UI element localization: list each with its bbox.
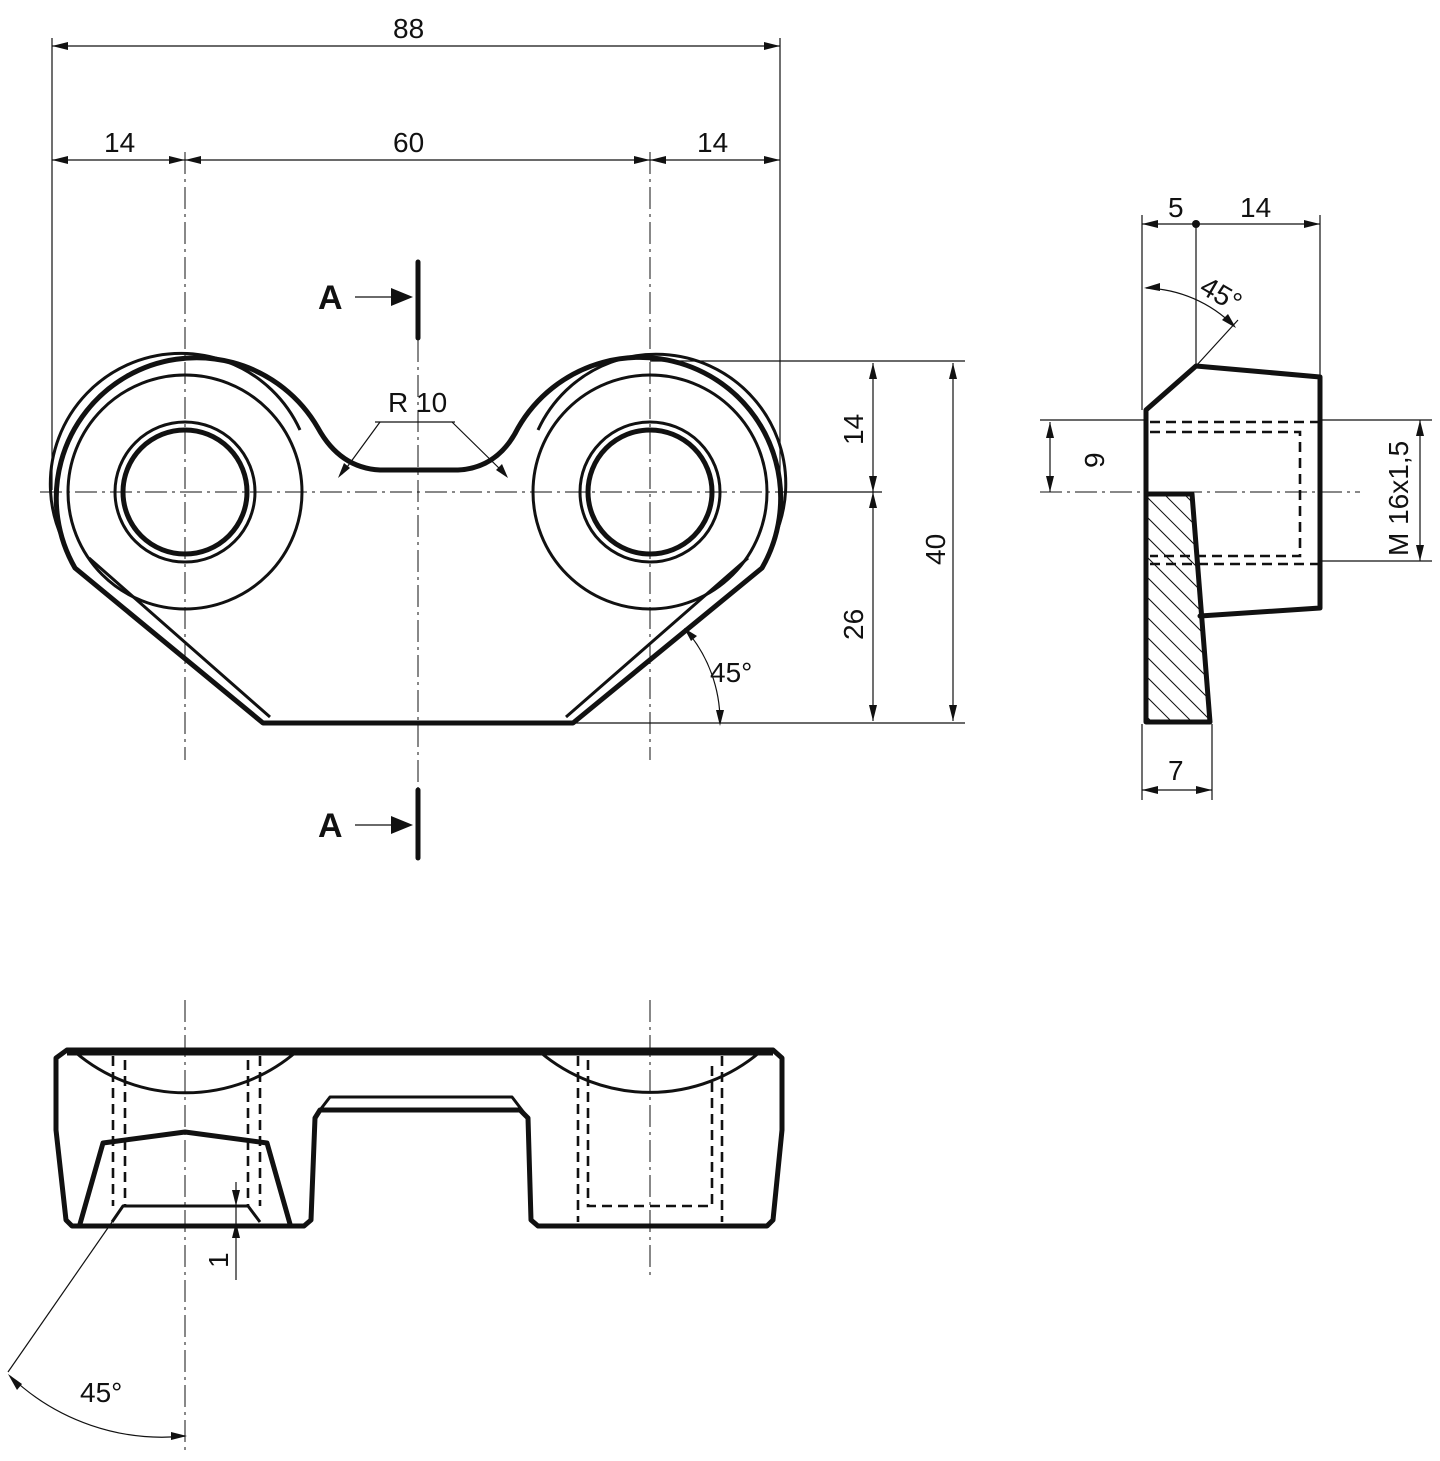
dim-hole-spacing: 60 bbox=[393, 127, 424, 158]
front-outline bbox=[53, 354, 784, 726]
side-hidden-thread bbox=[1150, 420, 1318, 566]
dim-right-offset: 14 bbox=[697, 127, 728, 158]
side-section-outline bbox=[1143, 491, 1213, 725]
bottom-outline bbox=[53, 1047, 785, 1229]
bottom-hidden-right bbox=[576, 1056, 724, 1222]
arrow-7-a bbox=[1142, 786, 1158, 794]
left-hole bbox=[120, 427, 250, 557]
dim-thread: M 16x1,5 bbox=[1383, 441, 1414, 556]
section-label-top: A bbox=[318, 279, 343, 317]
section-arrow-top-head bbox=[391, 288, 413, 306]
arrow-14r-b bbox=[764, 156, 780, 164]
arrow-40-b bbox=[949, 705, 957, 721]
arrow-14v-b bbox=[869, 476, 877, 492]
arrow-40-a bbox=[949, 363, 957, 379]
arrow-45s-a bbox=[1144, 283, 1160, 291]
arrow-45b-a bbox=[8, 1374, 22, 1390]
side-upper-outline bbox=[1143, 363, 1323, 619]
front-chamfer-edge-right bbox=[536, 352, 788, 719]
angle-arc-bottom bbox=[9, 1375, 186, 1438]
left-boss bbox=[66, 373, 304, 611]
arrow-60-a bbox=[185, 156, 201, 164]
dim-side-chamfer-width: 5 bbox=[1168, 192, 1184, 223]
dim-bottom-gap: 1 bbox=[203, 1252, 234, 1268]
bottom-nut-seat bbox=[77, 1129, 293, 1227]
dim-left-offset: 14 bbox=[104, 127, 135, 158]
dim-side-base: 7 bbox=[1168, 755, 1184, 786]
arrow-r10-left bbox=[338, 463, 350, 478]
arrow-14v-a bbox=[869, 363, 877, 379]
arrow-45s-b bbox=[1222, 314, 1236, 328]
arrow-88-right bbox=[764, 42, 780, 50]
bottom-angle-leader bbox=[7, 1221, 113, 1373]
arrow-1-a bbox=[232, 1190, 240, 1206]
section-hatching bbox=[1146, 494, 1210, 722]
right-hole bbox=[585, 427, 715, 557]
arrow-9-b bbox=[1046, 476, 1054, 492]
bottom-counterbore-right bbox=[539, 1050, 761, 1094]
arrow-r10-right bbox=[496, 464, 508, 478]
arrow-14l-b bbox=[169, 156, 185, 164]
arrow-1-b bbox=[232, 1222, 240, 1238]
arrow-14r-a bbox=[650, 156, 666, 164]
arrow-7-b bbox=[1196, 786, 1212, 794]
section-label-bottom: A bbox=[318, 807, 343, 845]
bottom-slot-chamfer bbox=[318, 1095, 530, 1119]
side-view: 5 14 45° 9 M 16x1,5 7 bbox=[1040, 192, 1432, 800]
left-hole-outer bbox=[113, 420, 257, 564]
arrow-thread-a bbox=[1416, 420, 1424, 436]
front-view: A A 88 14 60 14 R 10 bbox=[40, 13, 965, 861]
dim-top-height: 14 bbox=[838, 414, 869, 445]
dim-bottom-height: 26 bbox=[838, 609, 869, 640]
arrow-9-a bbox=[1046, 422, 1054, 438]
arrow-5-a bbox=[1142, 220, 1158, 228]
side-angle-ext bbox=[1195, 319, 1239, 367]
radius-leader-right bbox=[451, 421, 506, 475]
bottom-view: 1 45° bbox=[7, 1000, 785, 1450]
arrow-88-left bbox=[52, 42, 68, 50]
arrow-60-b bbox=[634, 156, 650, 164]
dim-dot bbox=[1192, 220, 1200, 228]
dim-side-offset: 9 bbox=[1079, 452, 1110, 468]
bottom-counterbore-left bbox=[74, 1050, 297, 1095]
radius-leader-left bbox=[341, 421, 381, 475]
dim-bottom-angle: 45° bbox=[80, 1377, 122, 1408]
dim-side-depth: 14 bbox=[1240, 192, 1271, 223]
bottom-hidden-left bbox=[111, 1056, 262, 1206]
arrow-14l-a bbox=[52, 156, 68, 164]
right-hole-outer bbox=[578, 420, 722, 564]
arrow-14s-b bbox=[1304, 220, 1320, 228]
arrow-45b-b bbox=[171, 1432, 187, 1440]
arrow-26-a bbox=[869, 492, 877, 508]
dim-overall-width: 88 bbox=[393, 13, 424, 44]
section-arrow-bottom-head bbox=[391, 816, 413, 834]
bottom-nut-seat-floor bbox=[110, 1204, 262, 1223]
arrow-45f-b bbox=[716, 710, 724, 726]
arrow-thread-b bbox=[1416, 545, 1424, 561]
dim-total-height: 40 bbox=[920, 534, 951, 565]
arrow-45f-a bbox=[684, 628, 697, 641]
dim-front-angle: 45° bbox=[710, 657, 752, 688]
dim-side-angle: 45° bbox=[1195, 270, 1247, 318]
arrow-26-b bbox=[869, 705, 877, 721]
dim-radius: R 10 bbox=[388, 387, 447, 418]
front-chamfer-edge-left bbox=[48, 351, 302, 719]
right-boss bbox=[531, 373, 769, 611]
